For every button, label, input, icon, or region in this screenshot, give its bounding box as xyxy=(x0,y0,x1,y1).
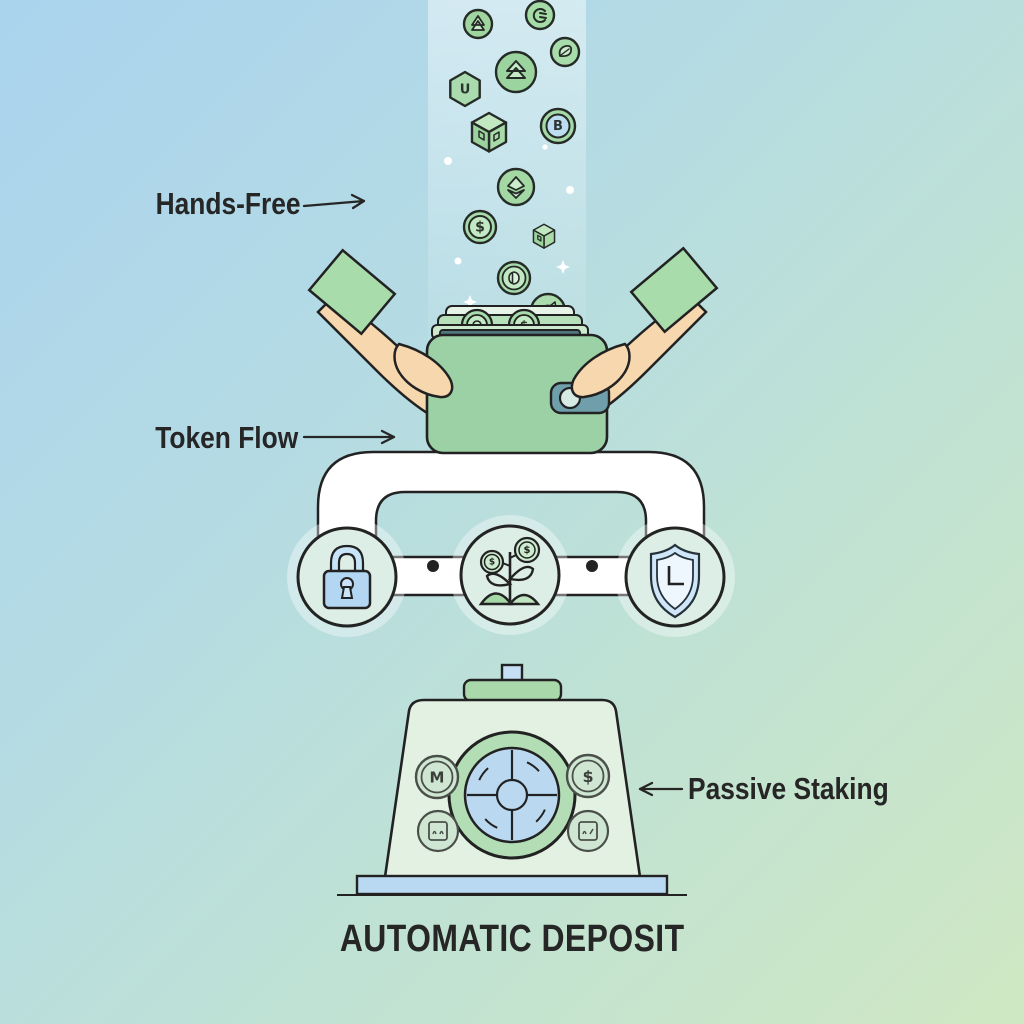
small-cube-token-icon xyxy=(532,223,556,249)
token-flow-text: Token Flow xyxy=(155,420,299,455)
pine-coin-icon xyxy=(462,8,494,40)
cube-token-icon xyxy=(470,111,508,153)
hands-free-arrow xyxy=(302,193,366,210)
growth-coin-icon: $ xyxy=(513,536,541,564)
chart-badge-icon xyxy=(566,809,610,853)
dollar-badge-icon: $ xyxy=(565,753,611,799)
svg-text:$: $ xyxy=(489,558,495,568)
sprout-growth-icon: $ $ xyxy=(478,536,541,606)
passive-staking-arrow xyxy=(638,781,684,797)
right-sleeve xyxy=(629,246,719,334)
shield-clock-icon xyxy=(649,543,701,619)
shield-node xyxy=(624,526,726,628)
page-title: AUTOMATIC DEPOSIT xyxy=(0,918,1024,961)
annotation-arrows xyxy=(302,193,684,797)
lock-node xyxy=(296,526,398,628)
svg-text:M: M xyxy=(430,769,445,787)
cedi-coin-icon xyxy=(524,0,556,31)
token-flow-label: Token Flow xyxy=(130,420,298,456)
hands-free-label: Hands-Free xyxy=(130,186,301,222)
pipe-dot xyxy=(427,560,439,572)
hexagon-u-token-icon: U xyxy=(449,70,481,108)
vault-base xyxy=(355,874,669,896)
title-text: AUTOMATIC DEPOSIT xyxy=(339,918,685,960)
left-sleeve xyxy=(307,248,397,336)
gem-coin-icon xyxy=(496,260,532,296)
leaf-coin-icon xyxy=(549,36,581,68)
growth-node: $ $ xyxy=(459,524,561,626)
token-flow-arrow xyxy=(302,429,396,445)
wallet xyxy=(425,333,611,455)
plus-sparkle-icon xyxy=(556,260,570,274)
sparkles xyxy=(444,36,574,309)
dollar-glyph: $ xyxy=(475,220,485,236)
vault: M $ xyxy=(337,663,687,896)
plus-sparkle-icon xyxy=(463,295,477,309)
falling-tokens: U B $ xyxy=(449,0,581,330)
dollar-coin-icon: $ xyxy=(462,209,498,245)
ethereum-coin-icon xyxy=(496,167,536,207)
bitcoin-glyph: B xyxy=(553,119,563,134)
bitcoin-coin-icon: B xyxy=(539,107,577,145)
pipe-dot xyxy=(586,560,598,572)
right-thumb xyxy=(570,342,631,399)
chart-badge-icon xyxy=(416,809,460,853)
growth-coin-icon: $ xyxy=(479,549,505,575)
clock-hands xyxy=(667,566,684,586)
m-badge-icon: M xyxy=(414,754,460,800)
hex-glyph: U xyxy=(460,83,471,98)
layered-eth-coin-icon xyxy=(494,50,538,94)
svg-text:$: $ xyxy=(524,545,531,556)
lock-icon xyxy=(322,544,372,610)
passive-staking-label: Passive Staking xyxy=(688,771,924,807)
vault-cap xyxy=(462,678,563,703)
vault-dial xyxy=(447,730,577,860)
left-fingers xyxy=(393,342,454,399)
flow-nodes: $ $ xyxy=(287,515,735,637)
passive-staking-text: Passive Staking xyxy=(688,771,889,806)
svg-text:$: $ xyxy=(582,767,593,786)
vault-badges: M $ xyxy=(414,753,611,853)
hands-free-text: Hands-Free xyxy=(155,186,301,221)
